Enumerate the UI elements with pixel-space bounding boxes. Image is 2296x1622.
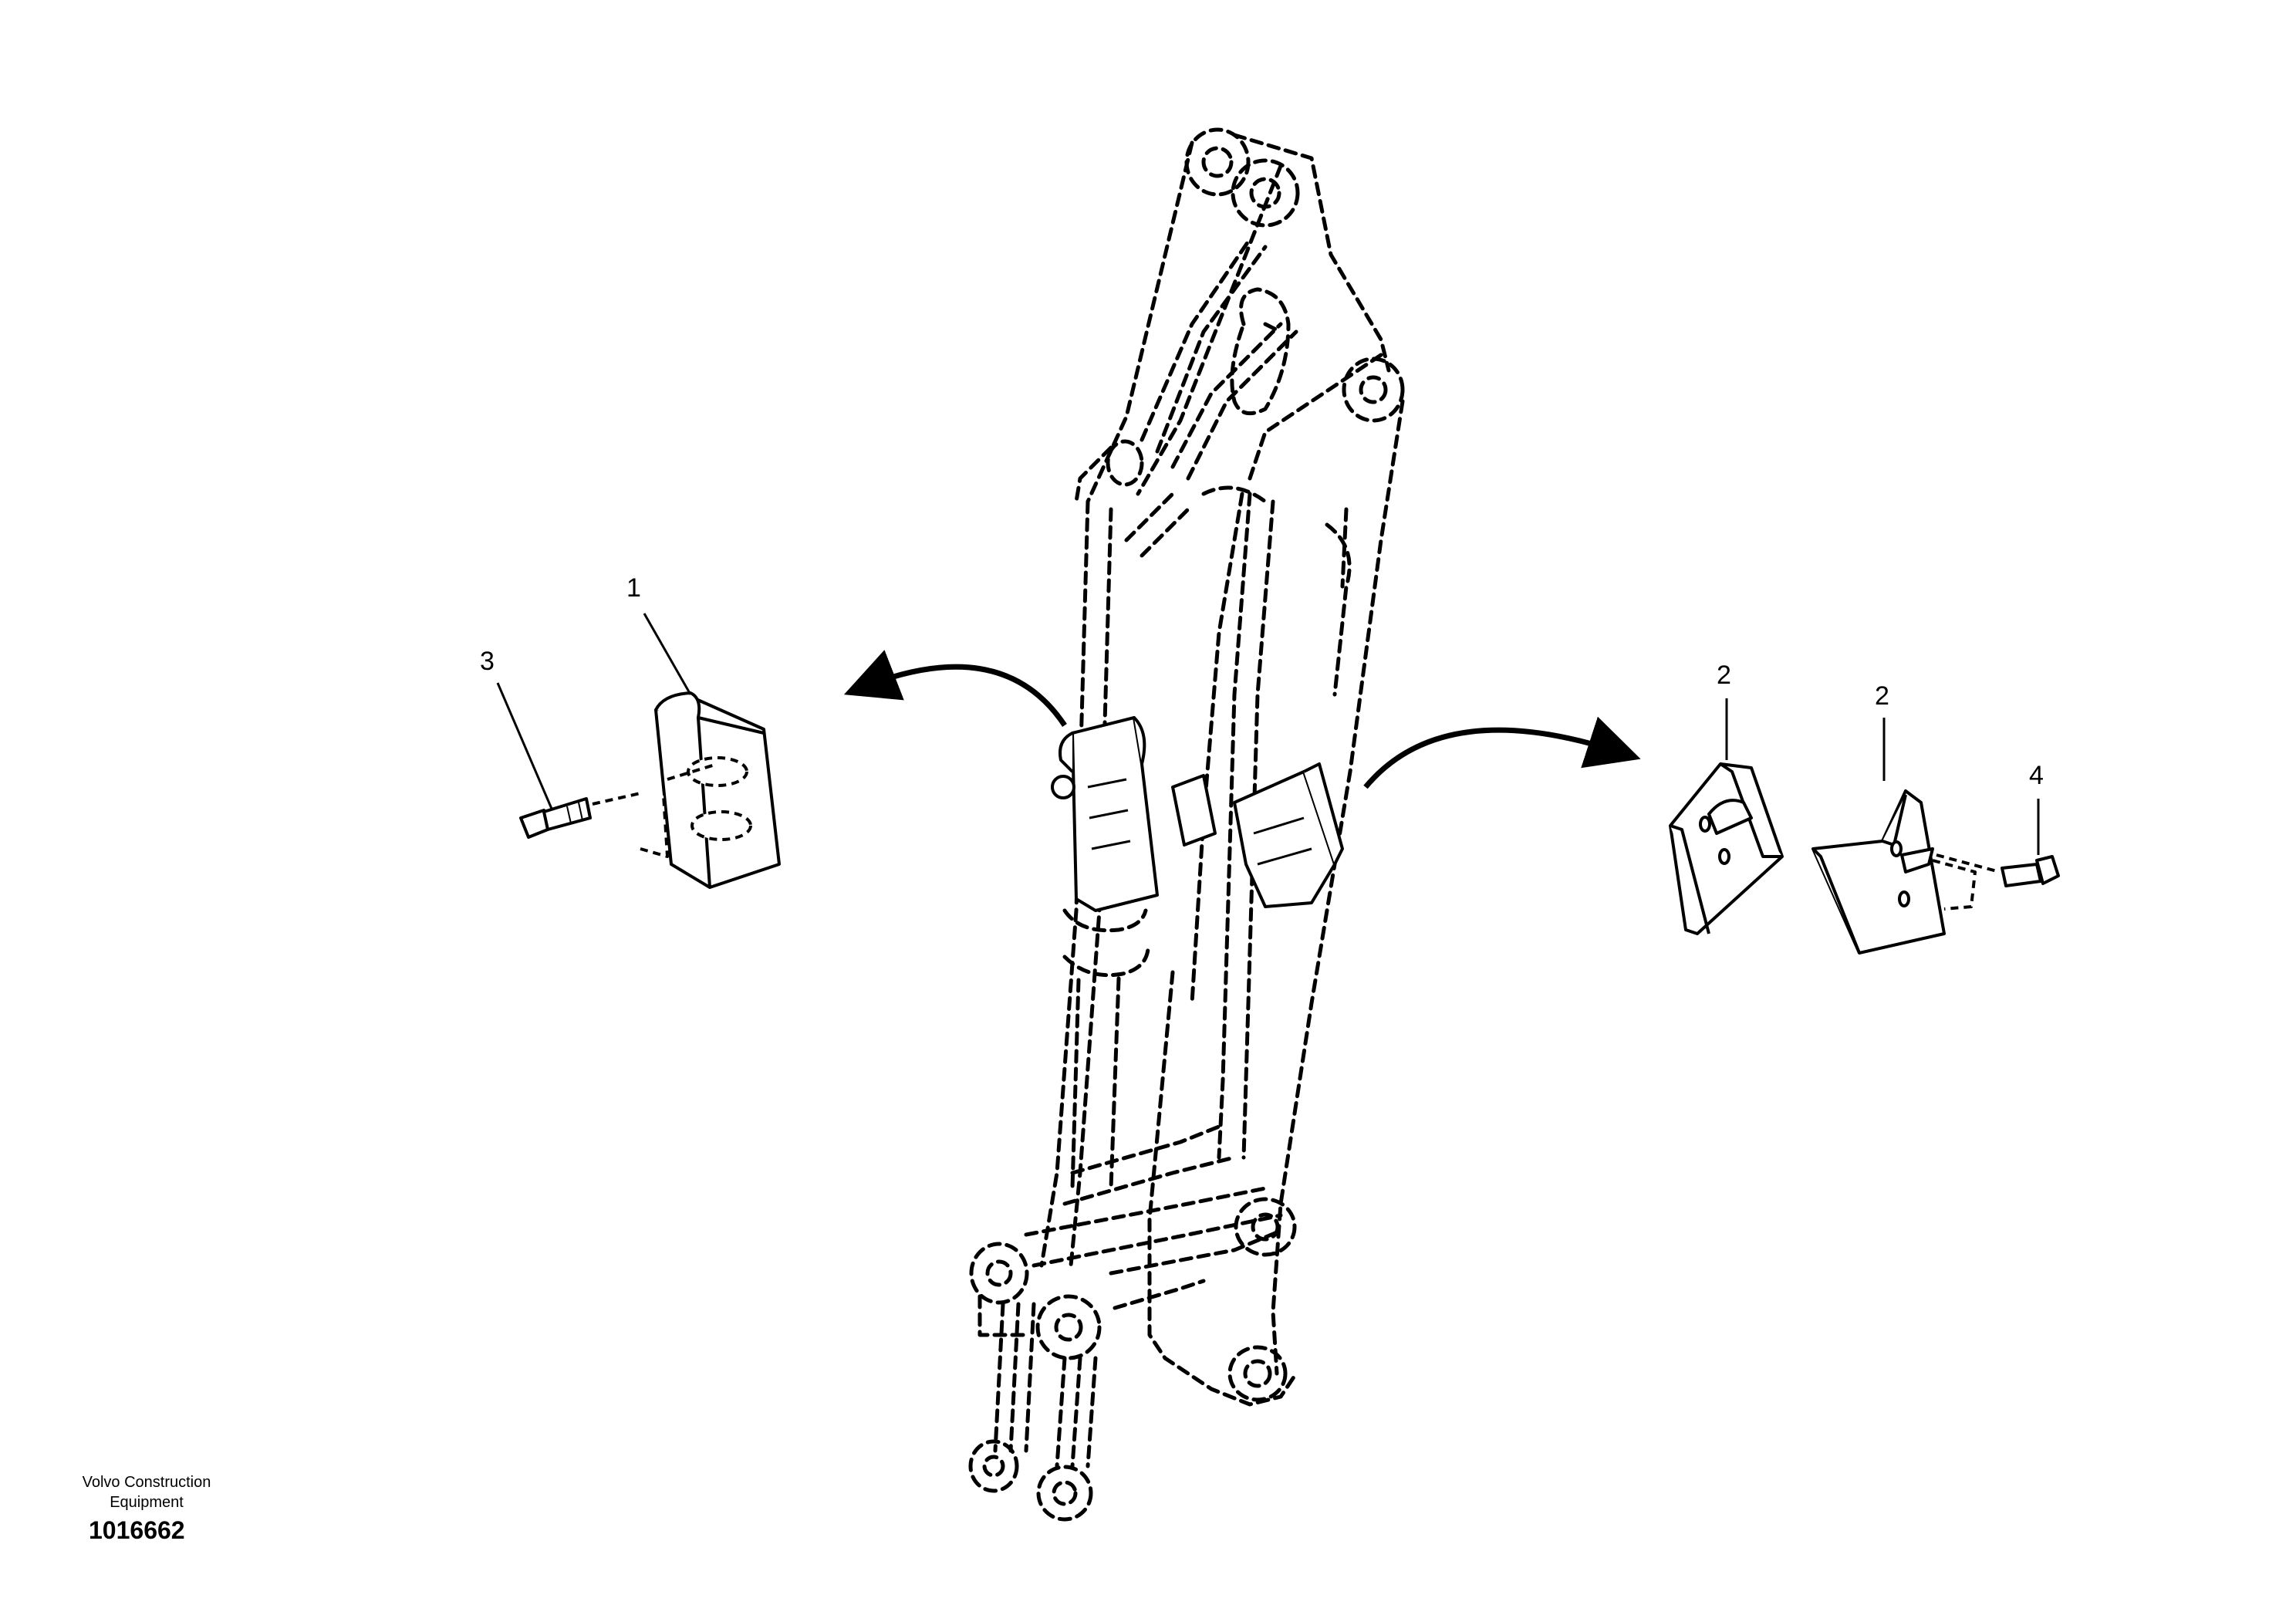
part-3-bolt [519, 792, 641, 839]
excavator-arm-outline [968, 127, 1405, 1522]
right-curved-arrow [1363, 716, 1641, 789]
callout-3: 3 [480, 647, 495, 676]
company-line-2: Equipment [110, 1494, 184, 1511]
drawing-number: 1016662 [89, 1516, 185, 1544]
part-2-guard-a [1669, 762, 1784, 935]
left-curved-arrow [843, 650, 1067, 727]
installed-guard-right [1171, 762, 1344, 908]
callout-2-b: 2 [1875, 681, 1889, 711]
installed-guard-left [1051, 716, 1159, 912]
leader-lines [496, 613, 2040, 855]
part-2-guard-b [1811, 789, 1977, 955]
part-1-guard [640, 691, 781, 889]
callout-2-a: 2 [1717, 661, 1731, 690]
company-name: Volvo Construction Equipment [54, 1472, 239, 1512]
callout-4: 4 [2029, 761, 2044, 790]
part-4-bolt [1936, 853, 2060, 887]
direction-arrows [843, 650, 1641, 789]
company-line-1: Volvo Construction [82, 1474, 211, 1491]
callout-1: 1 [626, 573, 641, 603]
